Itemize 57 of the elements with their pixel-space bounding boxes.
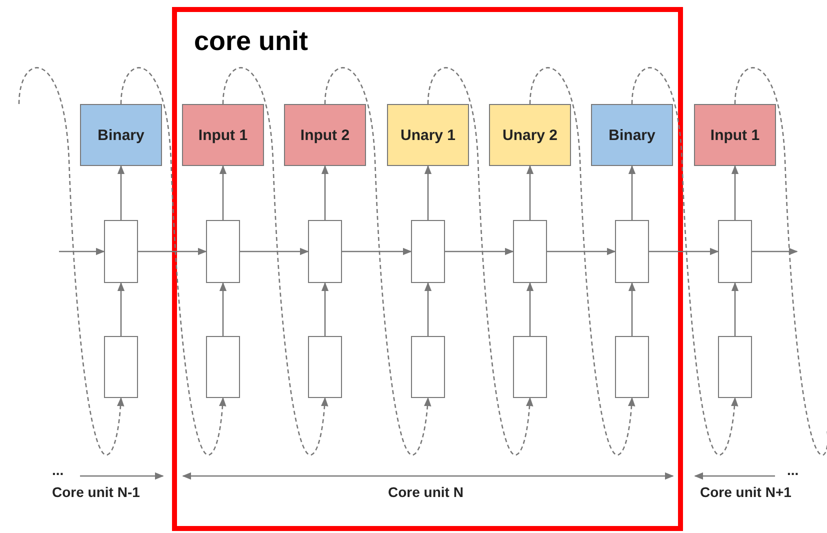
arrow [321,282,329,336]
empty-box [513,336,547,398]
arrow [731,165,739,220]
operation-box: Input 1 [694,104,776,166]
arrow [219,282,227,336]
empty-box [615,220,649,283]
arrow [117,282,125,336]
dashed-curved-arrow [324,67,432,456]
arrow [59,248,105,256]
empty-box [308,220,342,283]
empty-box [206,220,240,283]
empty-box [206,336,240,398]
arrow [138,248,207,256]
dashed-curved-arrow [529,67,636,456]
arrow [526,165,534,220]
empty-box [308,336,342,398]
arrow [628,165,636,220]
arrow [117,165,125,220]
range-label: Core unit N+1 [700,484,792,500]
empty-box [615,336,649,398]
operation-box: Unary 2 [489,104,571,166]
empty-box [718,220,752,283]
arrow [445,248,514,256]
operation-box: Input 2 [284,104,366,166]
arrow [424,282,432,336]
empty-box [411,336,445,398]
ellipsis: ... [52,462,64,478]
arrow [731,282,739,336]
arrow [219,165,227,220]
empty-box [411,220,445,283]
highlight-frame [172,7,683,531]
dashed-curved-arrow [631,67,738,456]
empty-box [718,336,752,398]
operation-box: Binary [591,104,673,166]
operation-box: Input 1 [182,104,264,166]
operation-box: Binary [80,104,162,166]
empty-box [104,220,138,283]
range-label: Core unit N [388,484,464,500]
dashed-curved-arrow [18,67,124,456]
arrow [424,165,432,220]
empty-box [104,336,138,398]
arrow [342,248,412,256]
range-label: Core unit N-1 [52,484,140,500]
ellipsis: ... [787,462,799,478]
dashed-curved-arrow [222,67,328,456]
dashed-curved-arrow [427,67,534,456]
frame-title: core unit [194,26,308,57]
arrow [321,165,329,220]
dashed-curved-arrow [120,67,226,456]
arrow [628,282,636,336]
arrow [547,248,616,256]
arrow [526,282,534,336]
operation-box: Unary 1 [387,104,469,166]
arrow [649,248,719,256]
empty-box [513,220,547,283]
arrow [240,248,309,256]
arrow [752,248,798,256]
